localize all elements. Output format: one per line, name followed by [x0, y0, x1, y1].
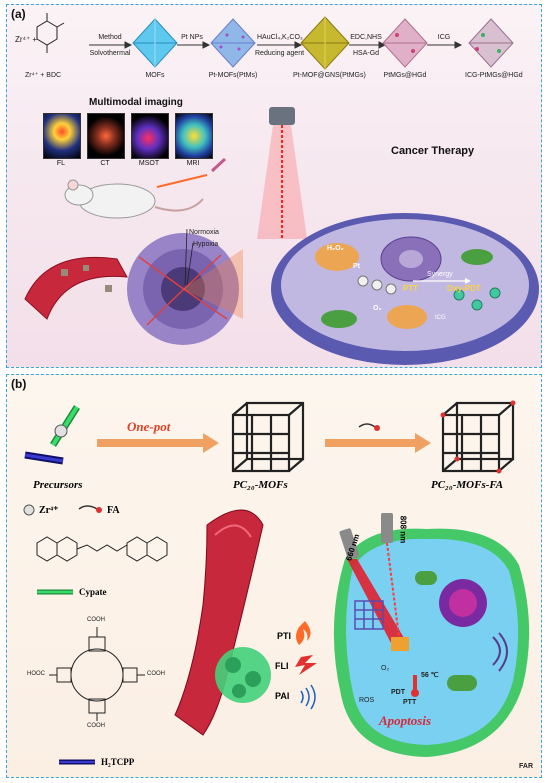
cancer-therapy-title: Cancer Therapy — [391, 145, 475, 157]
mof-octahedron — [132, 18, 178, 68]
ros-label: ROS — [359, 697, 375, 704]
cancer-cell-b — [333, 528, 530, 757]
cooh-bottom-label: COOH — [87, 723, 105, 729]
cypate-structure — [36, 536, 168, 562]
step-1-below: Solvothermal — [89, 50, 131, 57]
pdt-label: PDT — [391, 689, 405, 696]
laser-808-label: 808 nm — [398, 515, 408, 544]
pt-mof-gns-octahedron — [300, 16, 350, 70]
fa-legend-label: FA — [107, 505, 120, 516]
o2-label: O₂ — [373, 305, 382, 312]
precursor-sticks — [24, 405, 80, 465]
mof-cube — [231, 401, 305, 473]
laser-808 — [381, 513, 400, 638]
blood-vessel — [24, 256, 128, 320]
fa-arrow — [325, 433, 431, 453]
mof-heated — [391, 637, 409, 651]
mof-label: PC₂₀-MOFs — [233, 479, 288, 491]
ptt-label: PTT — [403, 284, 419, 293]
ptt-label-b: PTT — [403, 699, 417, 706]
step-2-above: Pt NPs — [181, 34, 203, 41]
zr-legend-icon — [23, 504, 35, 516]
one-pot-label: One-pot — [127, 419, 171, 434]
panel-a: (a) — [6, 4, 542, 368]
step-1-above: Method — [98, 34, 122, 41]
ptmgs-hgd-octahedron — [382, 18, 428, 68]
cooh-right-label: COOH — [147, 671, 165, 677]
synthesis-route — [36, 13, 514, 70]
pai-label: PAI — [275, 691, 290, 701]
o2-label-b: O₂ — [381, 665, 390, 672]
product-ptmgs-hgd: PtMGs@HGd — [383, 72, 427, 79]
hypoxia-label: Hypoxia — [193, 241, 219, 248]
laser-emitter — [257, 107, 307, 239]
bdc-molecule — [36, 13, 65, 53]
msot-caption: MSOT — [138, 160, 160, 167]
step-3-below: Reducing agent — [255, 50, 305, 57]
msot-image — [131, 113, 169, 159]
cooh-top-label: COOH — [87, 617, 105, 623]
temp-label: 56 ℃ — [421, 672, 439, 679]
product-pt-mofs: Pt-MOFs(PtMs) — [208, 72, 258, 79]
precursors-label: Precursors — [33, 479, 83, 491]
fl-image — [43, 113, 81, 159]
far-label: FAR — [519, 763, 533, 770]
mof-in-cell — [354, 600, 384, 630]
tumor-mass — [127, 233, 243, 345]
blood-vessel-b — [174, 509, 271, 736]
mouse-icon — [64, 157, 227, 219]
panel-b-label: (b) — [11, 377, 27, 391]
mri-image — [175, 113, 213, 159]
zr-legend-label: Zr⁴⁺ — [39, 505, 59, 516]
icg-ptmgs-hgd-octahedron — [468, 18, 514, 68]
pt-label: Pt — [353, 263, 360, 270]
zr-plus-label: Zr⁴⁺ + — [15, 35, 38, 44]
hooc-left-label: HOOC — [27, 671, 45, 677]
cancer-cell — [271, 213, 539, 365]
icg-label: ICG — [435, 315, 446, 321]
panel-b: (b) — [6, 374, 542, 778]
ct-image — [87, 113, 125, 159]
step-3-above: HAuCl₄,K₂CO₃ — [257, 34, 303, 41]
pti-label: PTI — [277, 631, 292, 641]
synergy-label: Synergy — [427, 271, 453, 278]
step-5-above: ICG — [437, 34, 451, 41]
cypate-label: Cypate — [79, 587, 107, 597]
step-4-above: EDC,NHS — [350, 34, 382, 41]
apoptosis-label: Apoptosis — [379, 713, 432, 728]
mof-fa-cube — [441, 401, 515, 473]
normoxia-label: Normoxia — [189, 229, 219, 236]
fli-label: FLI — [275, 661, 289, 671]
h2tcpp-structure — [49, 627, 145, 721]
thermometer-icon — [413, 675, 417, 691]
panel-a-label: (a) — [11, 7, 26, 21]
fl-caption: FL — [56, 160, 66, 167]
ct-caption: CT — [100, 160, 110, 167]
oxy-pdt-label: Oxy-PDT — [447, 284, 481, 293]
imaging-title: Multimodal imaging — [89, 97, 183, 108]
precursor-label: Zr⁴⁺ + BDC — [25, 72, 62, 79]
sound-waves-icon — [300, 684, 316, 710]
product-icg-ptmgs-hgd: ICG-PtMGs@HGd — [465, 72, 523, 79]
panel-a-illustration — [24, 107, 539, 365]
fa-legend-icon — [78, 505, 98, 510]
product-mofs: MOFs — [145, 72, 165, 79]
mri-caption: MRI — [186, 160, 200, 167]
fire-icon — [296, 621, 311, 645]
panel-b-illustration — [23, 400, 530, 765]
h2tcpp-label: H₂TCPP — [101, 757, 135, 767]
mof-fa-label: PC₂₀-MOFs-FA — [431, 479, 504, 491]
step-4-below: HSA-Gd — [352, 50, 380, 57]
pt-mof-octahedron — [210, 18, 256, 68]
one-pot-arrow — [97, 433, 219, 453]
product-pt-mof-gns: Pt-MOF@GNS(PtMGs) — [293, 72, 366, 79]
lightning-icon — [295, 655, 317, 675]
h2o2-label: H₂O₂ — [327, 245, 344, 252]
